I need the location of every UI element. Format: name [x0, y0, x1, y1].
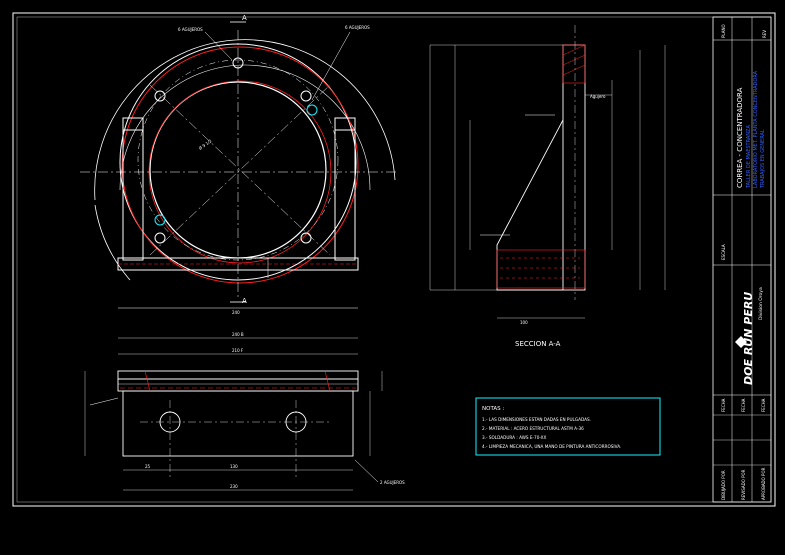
row-revisado: REVISADO POR: [741, 469, 746, 500]
note-3: 3.- SOLDADURA : AWS E-70-XX: [482, 435, 547, 440]
date-1: FECHA: [721, 398, 726, 412]
notes-title: NOTAS :: [482, 406, 504, 412]
row-dibujado: DIBUJADO POR: [721, 470, 726, 500]
date-2: FECHA: [741, 398, 746, 412]
title-block-title: CORREA - CONCENTRADORA: [736, 87, 744, 188]
front-view: 240 B 210 F 25 130 230 2 AGUJEROS: [84, 332, 405, 491]
escala-label: ESCALA: [721, 244, 726, 260]
section-marker-a-top: A: [242, 14, 247, 22]
title-block-dept-2: LABORATORIO MET. PLANTA CONCENTRADORA: [753, 70, 759, 188]
svg-text:100: 100: [520, 320, 528, 325]
company-name: DOE RUN PERU: [742, 292, 755, 385]
section-a-bottom-label: A: [242, 297, 247, 305]
company-logo-icon: [735, 336, 747, 348]
section-a-top-label: A: [242, 14, 247, 22]
svg-text:25: 25: [145, 464, 151, 469]
svg-text:6 AGUJEROS: 6 AGUJEROS: [178, 27, 203, 32]
row-aprobado-por: APROBADO POR: [761, 467, 766, 500]
section-view-title: SECCION A-A: [515, 340, 561, 348]
svg-text:6 AGUJEROS: 6 AGUJEROS: [345, 25, 370, 30]
svg-text:230: 230: [230, 484, 238, 489]
notes-box: NOTAS : 1.- LAS DIMENSIONES ESTAN DADAS …: [475, 397, 661, 456]
svg-text:Agujero: Agujero: [590, 94, 606, 99]
svg-text:240 B: 240 B: [232, 332, 244, 337]
date-3: FECHA: [761, 398, 766, 412]
section-marker-a-bottom: A: [242, 297, 247, 305]
svg-text:240: 240: [232, 310, 240, 315]
note-1: 1.- LAS DIMENSIONES ESTAN DADAS EN PULGA…: [482, 417, 591, 422]
section-view: Agujero 100: [429, 25, 666, 325]
svg-text:210 F: 210 F: [232, 348, 244, 353]
svg-text:130: 130: [230, 464, 238, 469]
title-block: CORREA - CONCENTRADORA TALLER DE MAESTRA…: [712, 16, 772, 503]
svg-text:2 AGUJEROS: 2 AGUJEROS: [380, 480, 405, 485]
note-4: 4.- LIMPIEZA MECANICA, UNA MANO DE PINTU…: [482, 444, 621, 449]
company-sub: Division Oroya: [758, 287, 764, 320]
title-block-dept-1: TALLER DE MAESTRANZA: [746, 125, 752, 189]
note-2: 2.- MATERIAL : ACERO ESTRUCTURAL ASTM A-…: [482, 426, 584, 431]
rev-label: REV: [762, 30, 767, 38]
plano-label: PLANO: [721, 24, 726, 38]
title-block-dept-3: TRABAJOS EN GENERAL: [760, 129, 766, 189]
top-view: 6 AGUJEROS 6 AGUJEROS 240 Ø 9 1/2: [80, 21, 398, 315]
